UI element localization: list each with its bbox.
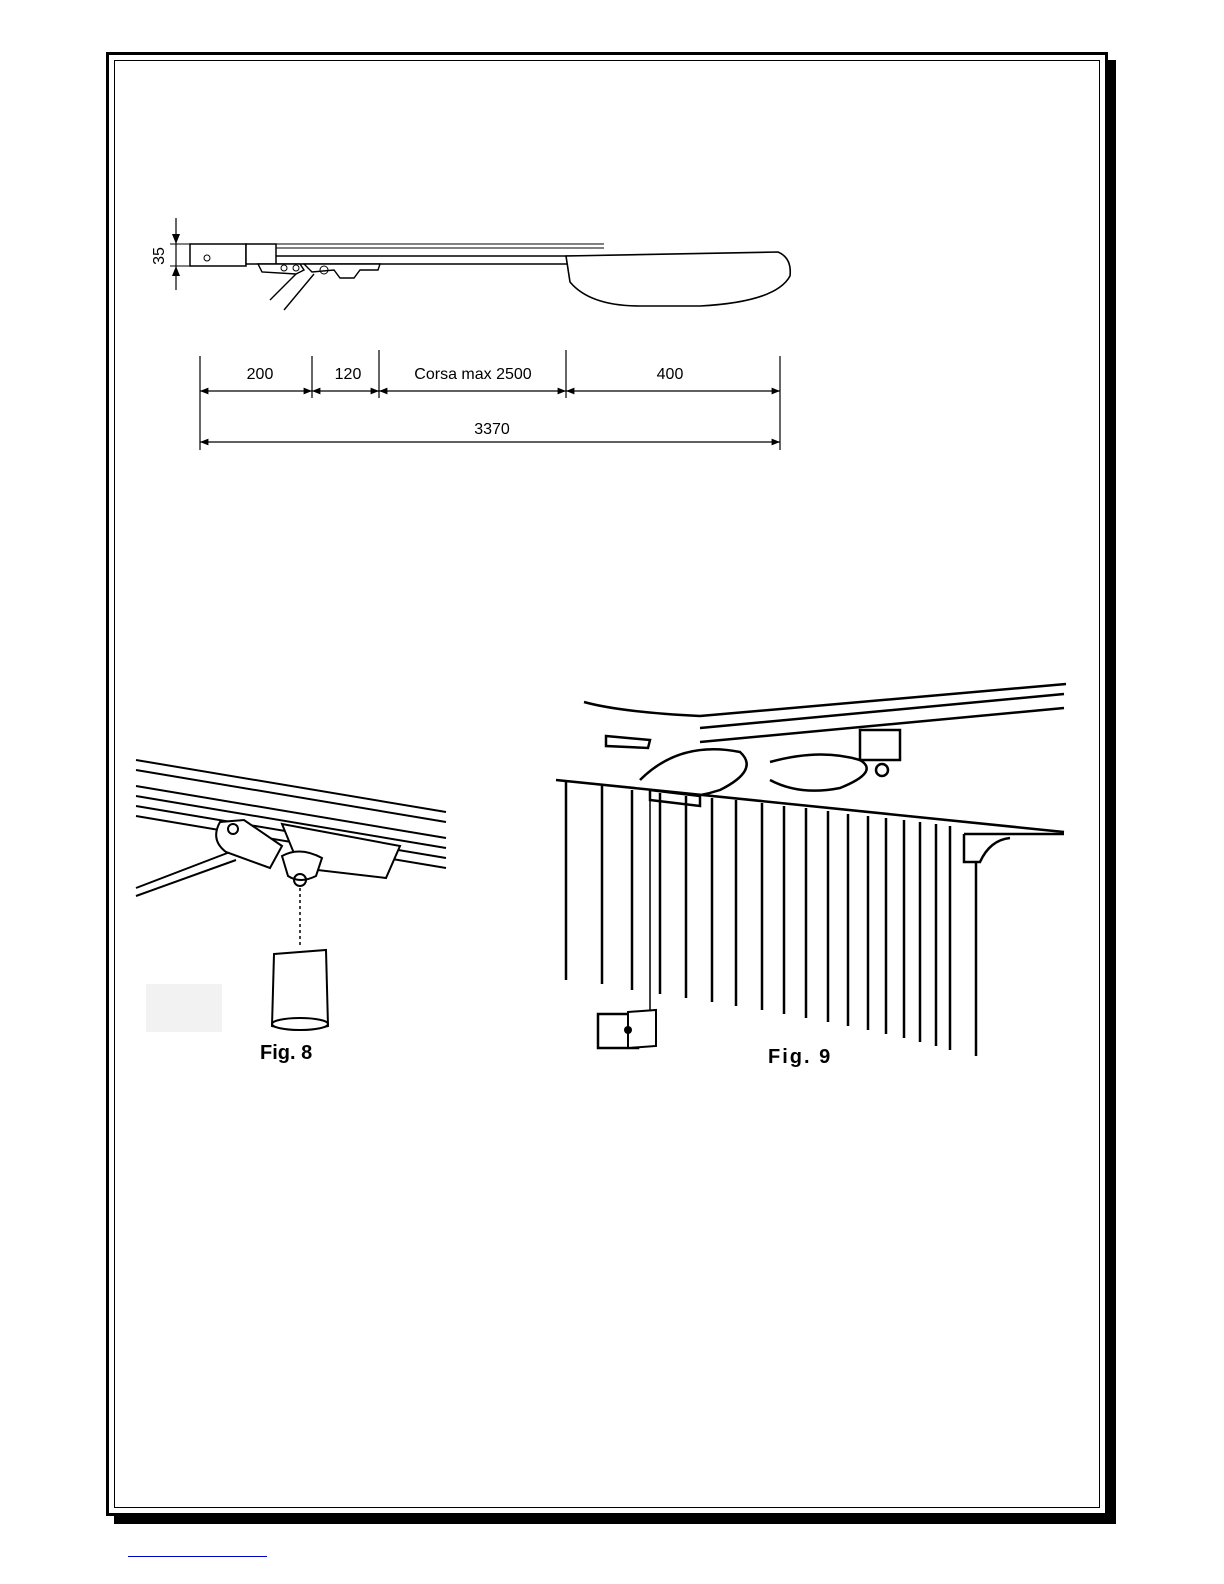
- footnote-separator: [128, 1556, 267, 1557]
- fig9-label: Fig. 9: [768, 1046, 832, 1069]
